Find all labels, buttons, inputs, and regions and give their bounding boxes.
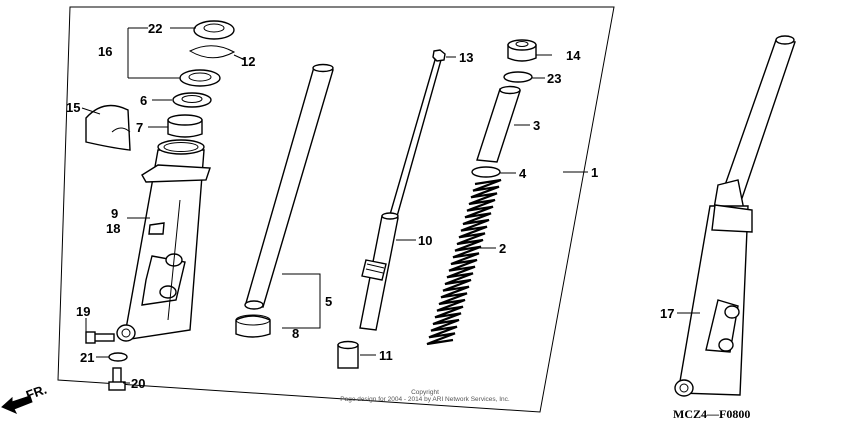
arrow-left-icon — [1, 395, 33, 414]
o-ring-23-part[interactable] — [503, 71, 533, 83]
callout-9: 9 — [111, 206, 118, 221]
callout-1: 1 — [591, 165, 598, 180]
callout-3: 3 — [533, 118, 540, 133]
callout-2: 2 — [499, 241, 506, 256]
callout-20: 20 — [131, 376, 145, 391]
callout-6: 6 — [140, 93, 147, 108]
callout-17: 17 — [660, 306, 674, 321]
inner-tube-part[interactable] — [235, 63, 334, 338]
callout-19: 19 — [76, 304, 90, 319]
callout-10: 10 — [418, 233, 432, 248]
copyright-notice: Page design for 2004 - 2014 by ARI Netwo… — [340, 396, 510, 403]
spring-2-part[interactable] — [426, 178, 502, 346]
washer-4-part[interactable] — [471, 166, 501, 178]
washer-21-part[interactable] — [108, 352, 128, 362]
direction-label: FR. — [24, 382, 49, 403]
callout-13: 13 — [459, 50, 473, 65]
spacer-3-part[interactable] — [476, 85, 521, 163]
callout-4: 4 — [519, 166, 527, 181]
callout-5: 5 — [325, 294, 332, 309]
spring-coil — [426, 178, 502, 346]
fork-cap-part[interactable] — [507, 39, 537, 62]
callout-11: 11 — [379, 348, 393, 363]
callout-21: 21 — [80, 350, 94, 365]
callout-16: 16 — [98, 44, 112, 59]
fork-slider-part[interactable] — [116, 139, 211, 342]
callout-22: 22 — [148, 21, 162, 36]
bolt-19-part[interactable] — [85, 331, 115, 344]
nut-13-part[interactable] — [432, 49, 446, 62]
callout-23: 23 — [547, 71, 561, 86]
diagram-code: MCZ4—F0800 — [673, 407, 750, 421]
assembled-fork-part[interactable] — [674, 35, 796, 397]
callout-8: 8 — [292, 326, 299, 341]
part-15-shape[interactable] — [85, 104, 131, 151]
bolt-20-part[interactable] — [108, 367, 126, 391]
callout-14: 14 — [566, 48, 581, 63]
callout-18: 18 — [106, 221, 120, 236]
exploded-view-frame — [57, 6, 615, 413]
seal-stack-part[interactable] — [167, 20, 236, 138]
callout-7: 7 — [136, 120, 143, 135]
leader-lines — [81, 27, 700, 384]
part-11-shape[interactable] — [337, 340, 359, 369]
front-direction-indicator: FR. — [1, 382, 49, 414]
damper-rod-part[interactable] — [359, 55, 443, 331]
callout-12: 12 — [241, 54, 255, 69]
callout-15: 15 — [66, 100, 80, 115]
copyright-title: Copyright — [411, 389, 439, 396]
